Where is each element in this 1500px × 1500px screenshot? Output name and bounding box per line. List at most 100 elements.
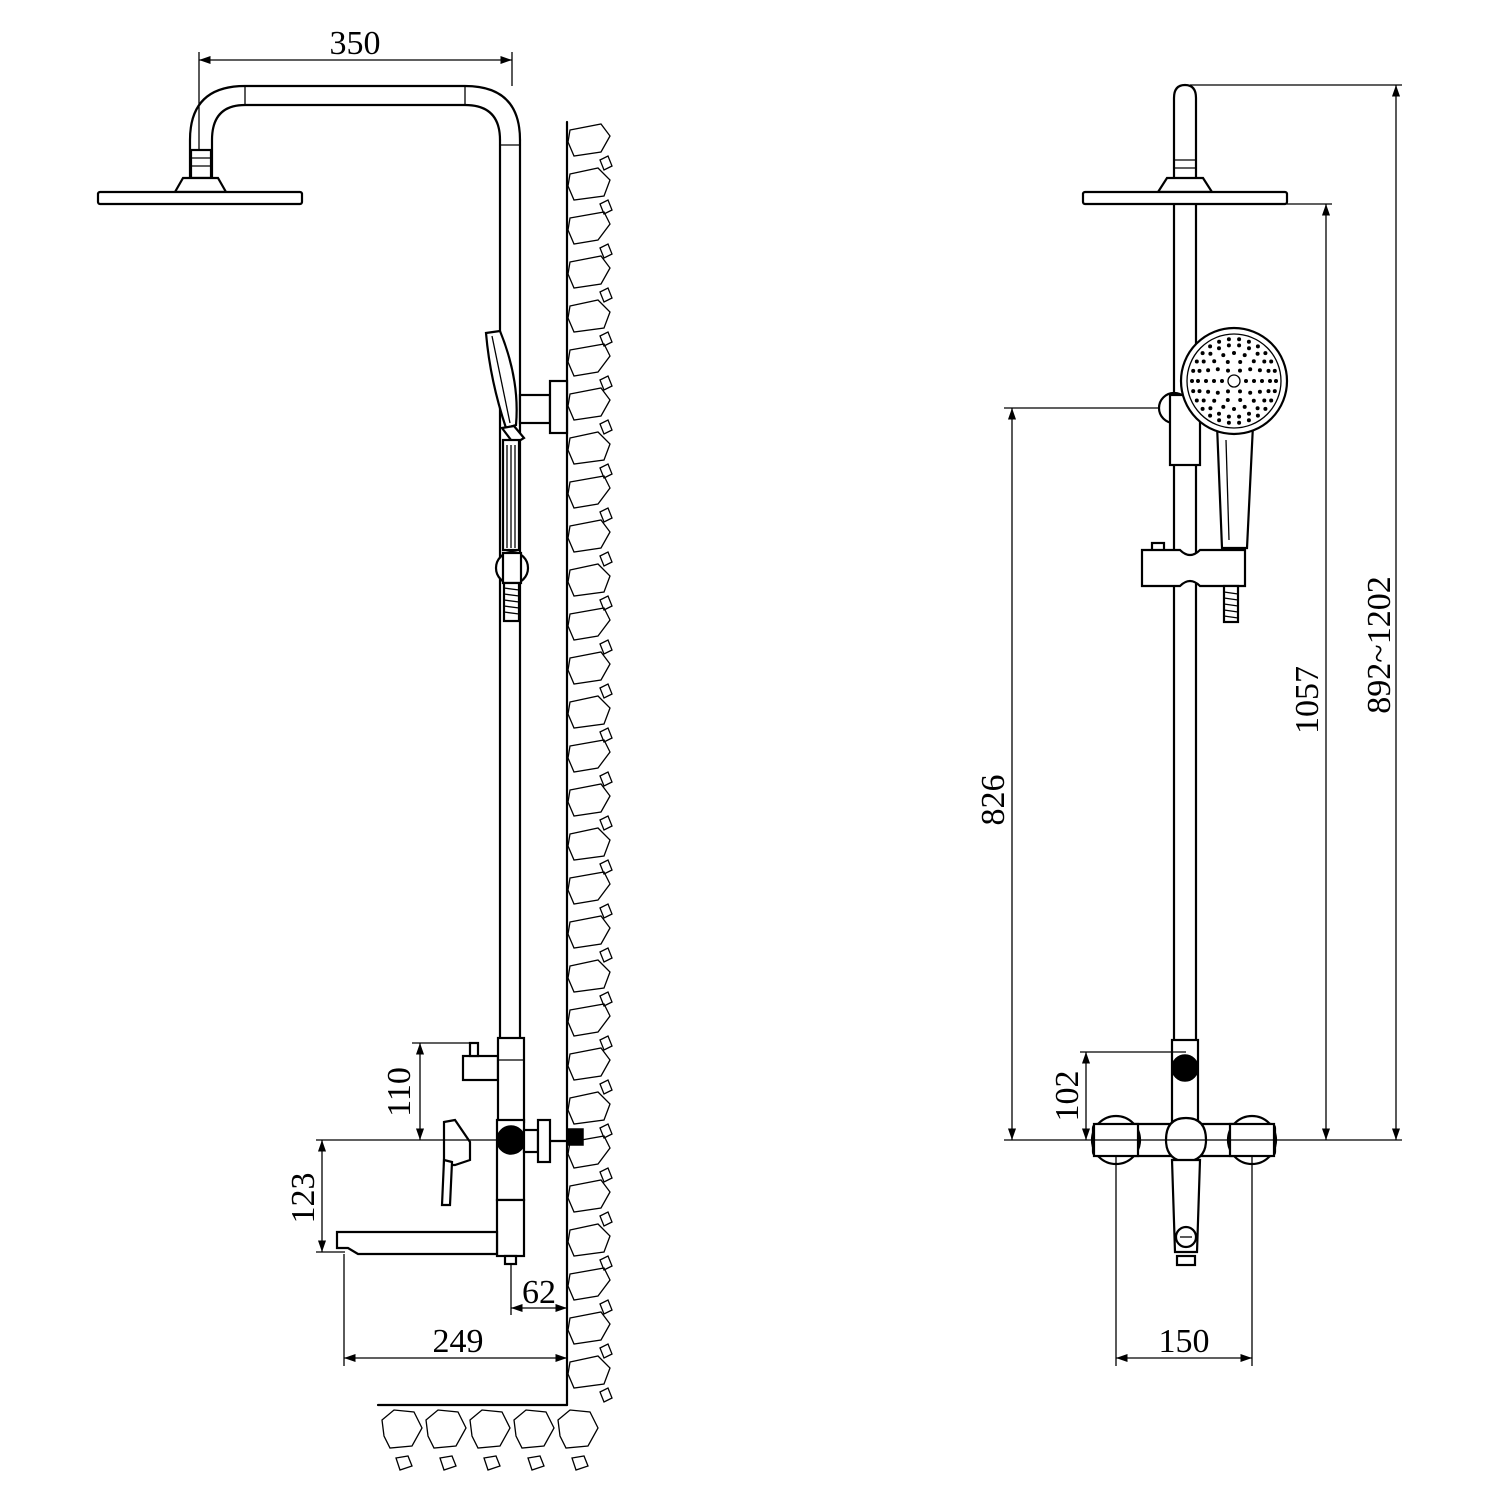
wall-pebble [599, 683, 613, 699]
wall-pebble [599, 991, 613, 1007]
nozzle-dot [1197, 368, 1202, 373]
nozzle-dot [1268, 379, 1272, 383]
dim-123-label: 123 [285, 1173, 322, 1224]
nozzle-dot [1226, 343, 1231, 348]
nozzle-dot [1191, 389, 1196, 394]
nozzle-dot [1191, 368, 1196, 373]
nozzle-dot [1208, 344, 1213, 349]
wall-stone [567, 167, 611, 201]
wall-stone [567, 563, 611, 597]
nozzle-dot [1257, 389, 1262, 394]
nozzle-dot [1255, 351, 1260, 356]
diverter [461, 1036, 526, 1124]
wall-stone [567, 1091, 611, 1125]
nozzle-dot [1204, 379, 1208, 383]
nozzle-dot [1246, 339, 1251, 344]
nozzle-dot [1212, 379, 1216, 383]
floor-pebble [571, 1455, 589, 1471]
nozzle-dot [1221, 353, 1226, 358]
wall-pebble [599, 199, 613, 215]
nozzle-dot [1208, 351, 1213, 356]
wall-pebble [599, 1079, 613, 1095]
wall-stone [567, 123, 611, 157]
nozzle-dot [1269, 359, 1274, 364]
front-slide-holder [1140, 541, 1247, 624]
floor-pebble [527, 1455, 545, 1471]
slide-holder [494, 550, 530, 623]
nozzle-dot [1200, 351, 1205, 356]
nozzle-dot [1217, 346, 1221, 351]
nozzle-dot [1226, 420, 1231, 425]
nozzle-dot [1217, 418, 1222, 423]
wall-pebble [599, 771, 613, 787]
nozzle-dot [1220, 379, 1224, 383]
nozzle-dot [1225, 360, 1230, 364]
nozzle-dot [1238, 398, 1243, 402]
nozzle-dot [1255, 406, 1260, 411]
wall-pebble [599, 639, 613, 655]
wall-pebble [599, 1343, 613, 1359]
wall-bracket [518, 379, 569, 435]
wall-stone [567, 1311, 611, 1345]
dim-102-label: 102 [1049, 1071, 1086, 1122]
floor-pebble [483, 1455, 501, 1471]
nozzle-dot [1225, 398, 1230, 402]
nozzle-dot [1255, 344, 1260, 349]
dim-110-label: 110 [381, 1067, 418, 1117]
nozzle-dot [1215, 367, 1220, 372]
wall-stone [567, 915, 611, 949]
nozzle-dot [1237, 343, 1242, 348]
wall-stone [567, 695, 611, 729]
floor-pebble [395, 1455, 413, 1471]
nozzle-dot [1247, 346, 1251, 351]
wall-section [376, 120, 613, 1471]
wall-stone [567, 651, 611, 685]
wall-pebble [599, 243, 613, 259]
wall-pebble [599, 727, 613, 743]
mixer-body [495, 1118, 584, 1258]
nozzle-dot [1266, 368, 1271, 373]
wall-stone [567, 431, 611, 465]
nozzle-dot [1238, 368, 1242, 373]
wall-pebble [599, 155, 613, 171]
nozzle-dot [1242, 353, 1247, 358]
floor-stone [469, 1409, 511, 1449]
dim-892-1202-label: 892~1202 [1361, 576, 1398, 713]
nozzle-dot [1208, 406, 1213, 411]
nozzle-dot [1262, 359, 1267, 364]
nozzle-dot [1201, 359, 1206, 364]
nozzle-dot [1252, 379, 1256, 383]
nozzle-dot [1260, 379, 1264, 383]
dim-150-label: 150 [1159, 1323, 1210, 1360]
nozzle-dot [1197, 389, 1202, 394]
wall-pebble [599, 1299, 613, 1315]
nozzle-dot [1232, 351, 1236, 355]
dim-826-label: 826 [975, 775, 1012, 826]
nozzle-dot [1226, 414, 1231, 419]
front-mixer [1090, 1114, 1278, 1267]
wall-stone [567, 387, 611, 421]
wall-stone [567, 1003, 611, 1037]
wall-stone [567, 1355, 611, 1389]
wall-stone [567, 211, 611, 245]
wall-stone [567, 827, 611, 861]
nozzle-dot [1226, 368, 1230, 373]
wall-stone [567, 1223, 611, 1257]
wall-pebble [599, 947, 613, 963]
nozzle-dot [1242, 404, 1247, 409]
dim-1057-label: 1057 [1289, 666, 1326, 734]
mixer-lever [440, 1118, 472, 1207]
front-hand-shower [1179, 326, 1289, 550]
nozzle-dot [1274, 379, 1278, 383]
wall-pebble [599, 287, 613, 303]
nozzle-dot [1269, 398, 1274, 403]
nozzle-dot [1206, 368, 1211, 373]
nozzle-dot [1237, 337, 1242, 342]
dim-350-label: 350 [330, 25, 381, 62]
wall-pebble [599, 859, 613, 875]
floor-stone [425, 1409, 467, 1449]
dim-249-label: 249 [433, 1323, 484, 1360]
wall-pebble [599, 375, 613, 391]
wall-stone [567, 1047, 611, 1081]
